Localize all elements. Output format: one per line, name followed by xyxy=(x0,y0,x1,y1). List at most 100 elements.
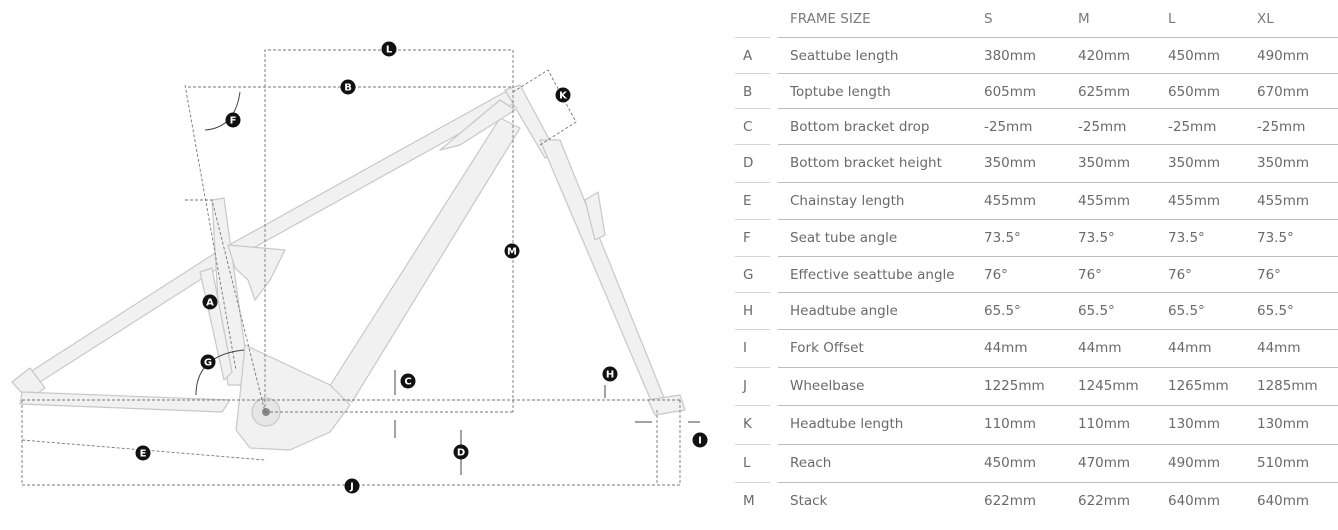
row-value: 490mm xyxy=(1257,47,1310,64)
marker-circle xyxy=(200,354,216,370)
row-name: Fork Offset xyxy=(790,339,864,356)
row-value: 640mm xyxy=(1257,492,1310,509)
row-name: Bottom bracket drop xyxy=(790,118,930,135)
row-key: G xyxy=(743,266,754,283)
marker-circle xyxy=(692,432,708,448)
row-value: 450mm xyxy=(984,454,1037,471)
row-divider xyxy=(735,444,770,445)
row-value: 455mm xyxy=(1257,192,1310,209)
size-header-m: M xyxy=(1078,10,1090,27)
marker-label: F xyxy=(230,116,237,127)
marker-j: J xyxy=(344,478,360,494)
row-value: -25mm xyxy=(1168,118,1217,135)
row-key: A xyxy=(743,47,753,64)
row-value: -25mm xyxy=(984,118,1033,135)
marker-label: H xyxy=(606,370,614,381)
row-value: 350mm xyxy=(1078,154,1131,171)
marker-label: M xyxy=(507,247,517,258)
row-divider xyxy=(735,329,770,330)
row-key: L xyxy=(743,454,751,471)
row-name: Headtube length xyxy=(790,415,904,432)
marker-label: L xyxy=(386,45,393,56)
row-value: 1265mm xyxy=(1168,377,1229,394)
row-value: 110mm xyxy=(984,415,1037,432)
row-value: 605mm xyxy=(984,83,1037,100)
row-value: 130mm xyxy=(1168,415,1221,432)
size-header-xl: XL xyxy=(1257,10,1274,27)
row-divider xyxy=(735,292,770,293)
marker-label: A xyxy=(206,298,214,309)
row-value: 350mm xyxy=(1257,154,1310,171)
row-name: Reach xyxy=(790,454,832,471)
row-value: 622mm xyxy=(1078,492,1131,509)
size-header-l: L xyxy=(1168,10,1176,27)
row-value: 76° xyxy=(1168,266,1192,283)
marker-circle xyxy=(453,444,469,460)
marker-circle xyxy=(344,478,360,494)
row-name: Effective seattube angle xyxy=(790,266,955,283)
table-row: J Wheelbase 1225mm 1245mm 1265mm 1285mm xyxy=(735,367,1338,404)
bike-frame-geometry-diagram: A B C D E F G H I J K L M xyxy=(11,41,708,494)
row-value: 44mm xyxy=(1168,339,1212,356)
row-divider xyxy=(735,144,770,145)
row-value: 1225mm xyxy=(984,377,1045,394)
marker-c: C xyxy=(400,373,416,389)
row-divider xyxy=(778,367,1338,368)
marker-label: B xyxy=(344,83,352,94)
row-name: Headtube angle xyxy=(790,302,898,319)
row-divider xyxy=(735,219,770,220)
row-divider xyxy=(735,256,770,257)
row-value: 76° xyxy=(1257,266,1281,283)
marker-label: K xyxy=(559,91,568,102)
marker-circle xyxy=(400,373,416,389)
row-divider xyxy=(778,482,1338,483)
row-value: 73.5° xyxy=(984,229,1021,246)
row-divider xyxy=(778,219,1338,220)
row-divider xyxy=(778,405,1338,406)
marker-e: E xyxy=(135,445,151,461)
row-value: 76° xyxy=(1078,266,1102,283)
row-key: C xyxy=(743,118,753,135)
row-divider xyxy=(735,405,770,406)
row-value: 44mm xyxy=(1078,339,1122,356)
row-key: J xyxy=(743,377,747,394)
row-key: D xyxy=(743,154,754,171)
row-value: 640mm xyxy=(1168,492,1221,509)
row-value: 670mm xyxy=(1257,83,1310,100)
marker-k: K xyxy=(555,87,571,103)
marker-i: I xyxy=(692,432,708,448)
row-value: 1285mm xyxy=(1257,377,1318,394)
row-divider xyxy=(778,256,1338,257)
row-value: 110mm xyxy=(1078,415,1131,432)
marker-circle xyxy=(602,366,618,382)
row-value: 73.5° xyxy=(1257,229,1294,246)
row-divider xyxy=(778,37,1338,38)
row-value: 455mm xyxy=(1078,192,1131,209)
marker-label: D xyxy=(457,448,465,459)
row-name: Wheelbase xyxy=(790,377,865,394)
row-divider xyxy=(735,482,770,483)
row-value: 44mm xyxy=(1257,339,1301,356)
row-key: I xyxy=(743,339,747,356)
row-value: 510mm xyxy=(1257,454,1310,471)
row-name: Bottom bracket height xyxy=(790,154,942,171)
row-key: K xyxy=(743,415,752,432)
marker-l: L xyxy=(381,41,397,57)
dimension-lines xyxy=(21,49,681,486)
row-value: 622mm xyxy=(984,492,1037,509)
marker-d: D xyxy=(453,444,469,460)
marker-circle xyxy=(135,445,151,461)
marker-g: G xyxy=(200,354,216,370)
row-value: 1245mm xyxy=(1078,377,1139,394)
row-key: H xyxy=(743,302,754,319)
marker-b: B xyxy=(340,79,356,95)
row-value: 350mm xyxy=(1168,154,1221,171)
